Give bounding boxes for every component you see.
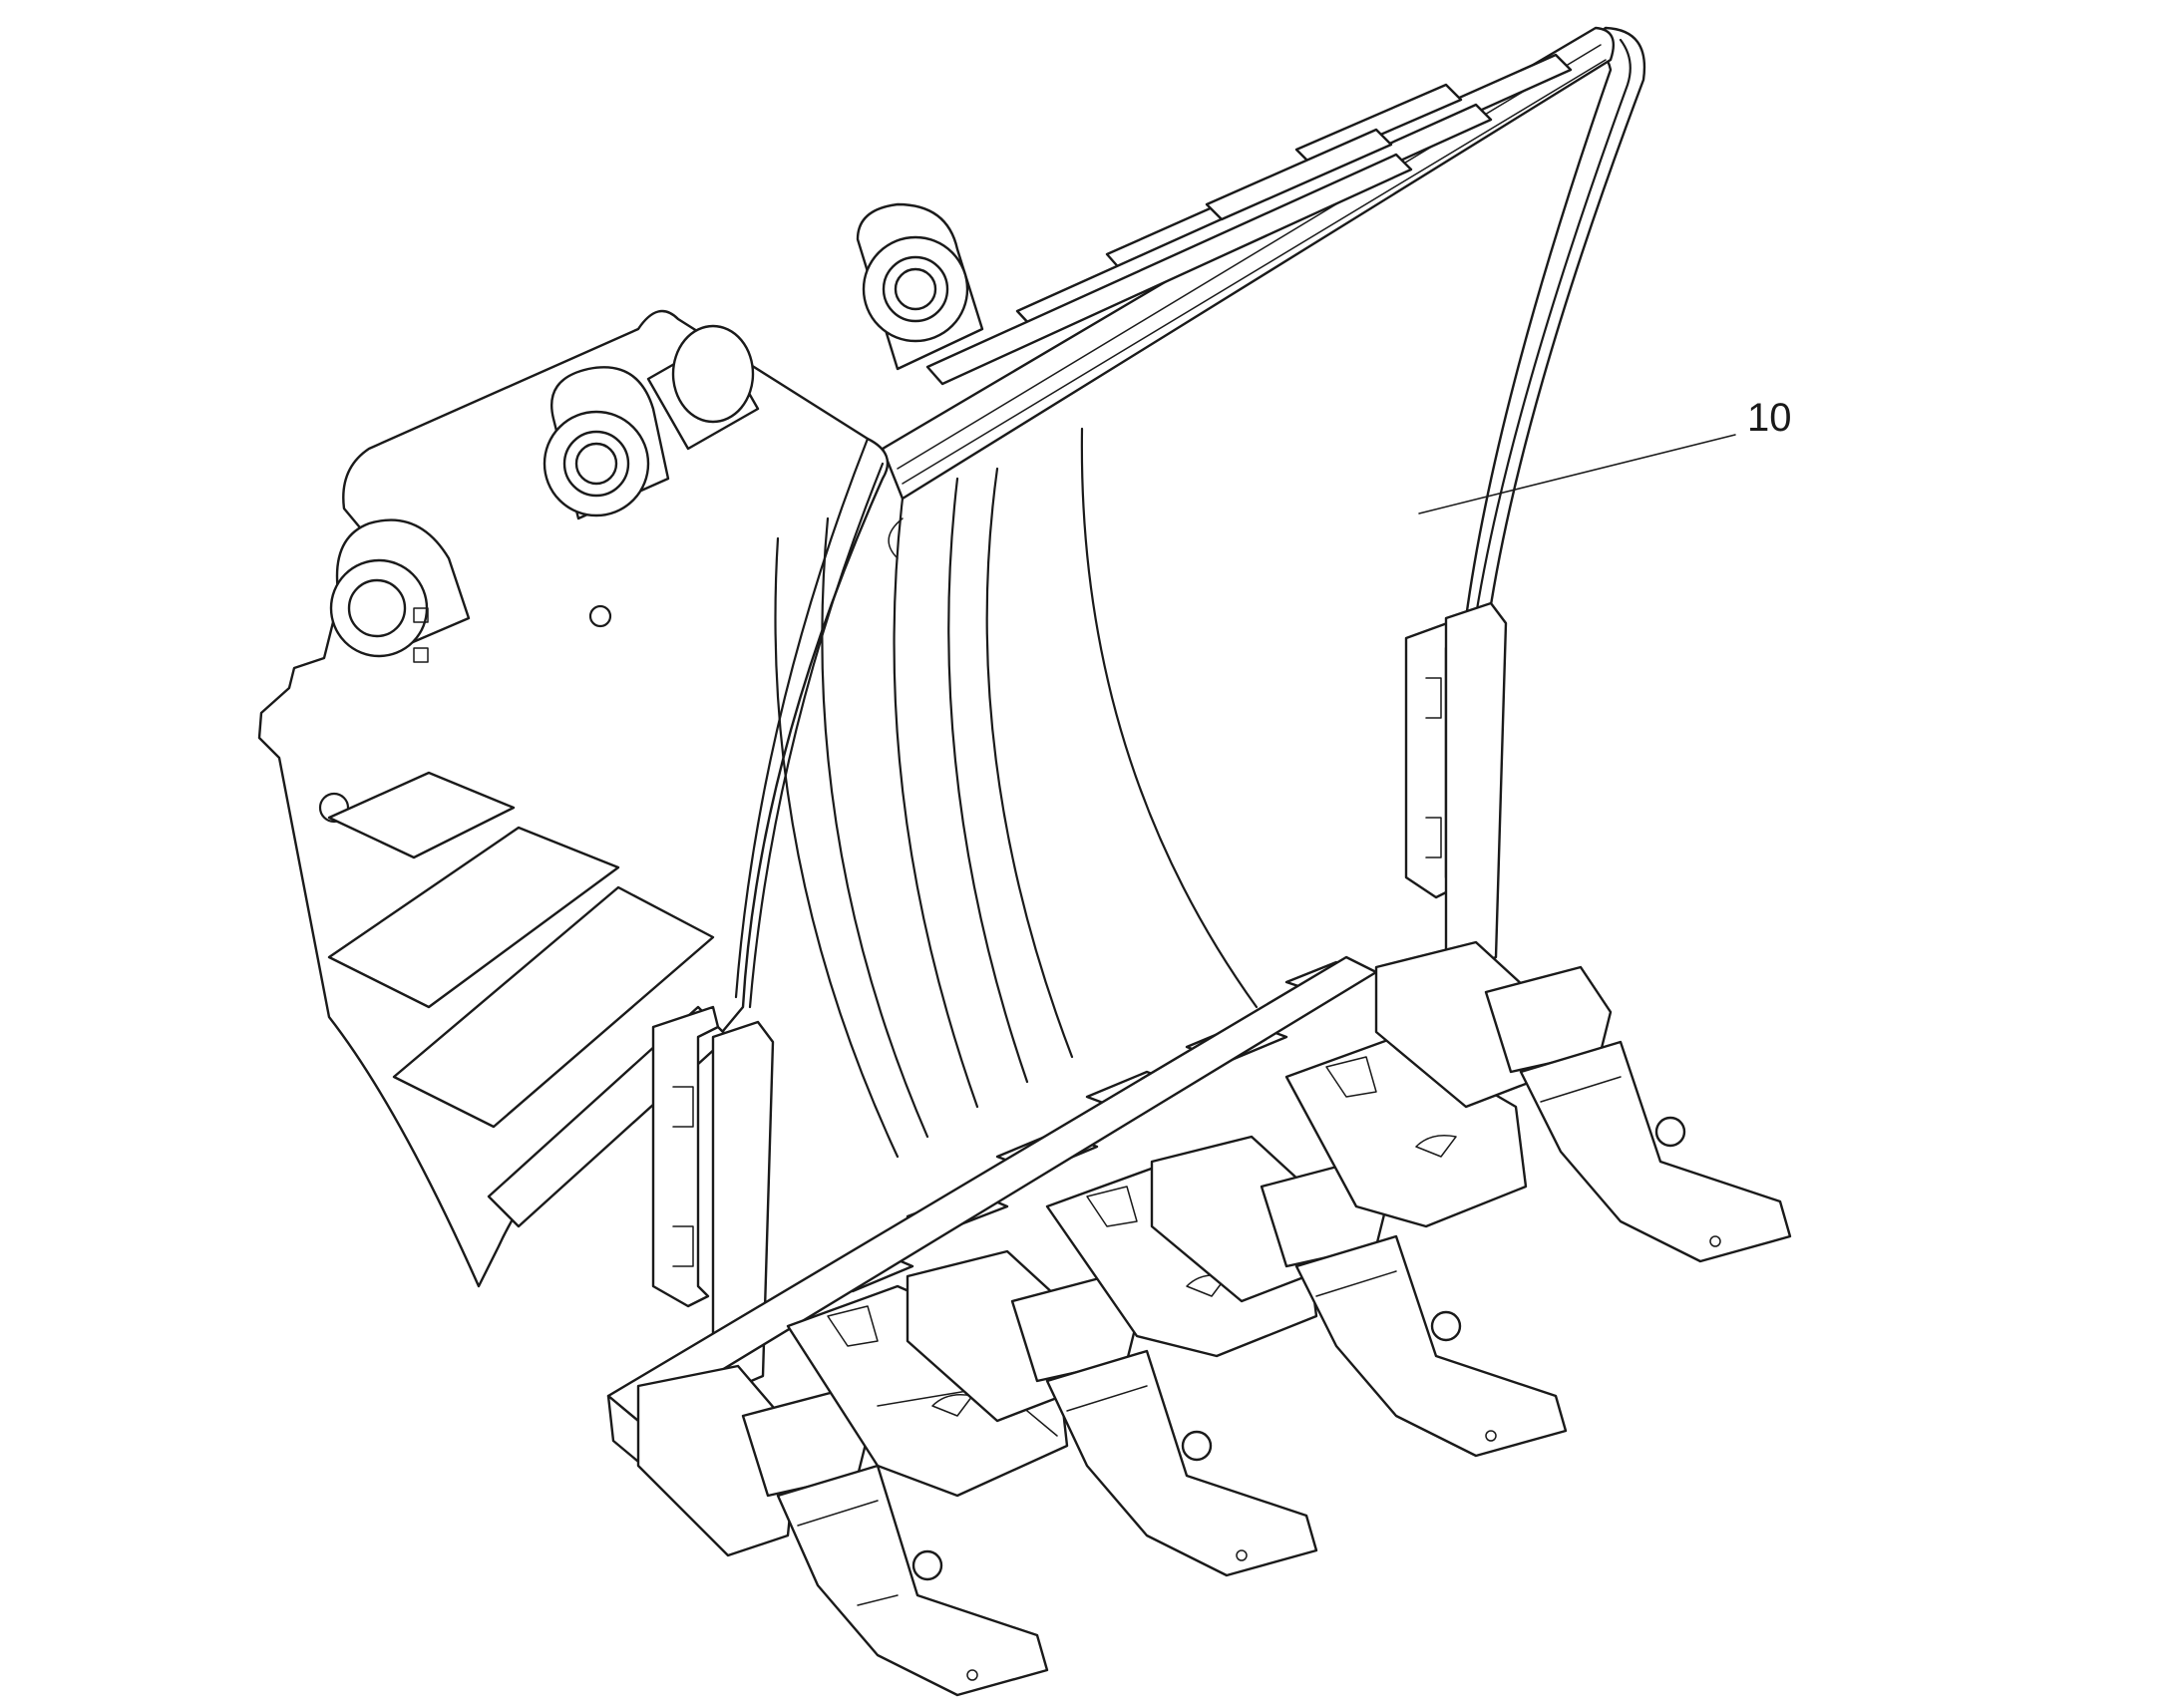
- tooth-1: [636, 1364, 1049, 1697]
- left-side-cutter: [651, 1005, 775, 1393]
- callout-label: 10: [1747, 396, 1792, 440]
- tooth-2: [906, 1249, 1318, 1577]
- top-back-plate: [881, 26, 1616, 501]
- tooth-4: [1374, 940, 1792, 1263]
- hinge-lugs: [329, 202, 984, 663]
- inner-curved-wall: [774, 427, 1259, 1159]
- callout-leader-line: [1418, 434, 1736, 514]
- right-side-cutter: [1404, 601, 1508, 974]
- teeth: [636, 940, 1792, 1697]
